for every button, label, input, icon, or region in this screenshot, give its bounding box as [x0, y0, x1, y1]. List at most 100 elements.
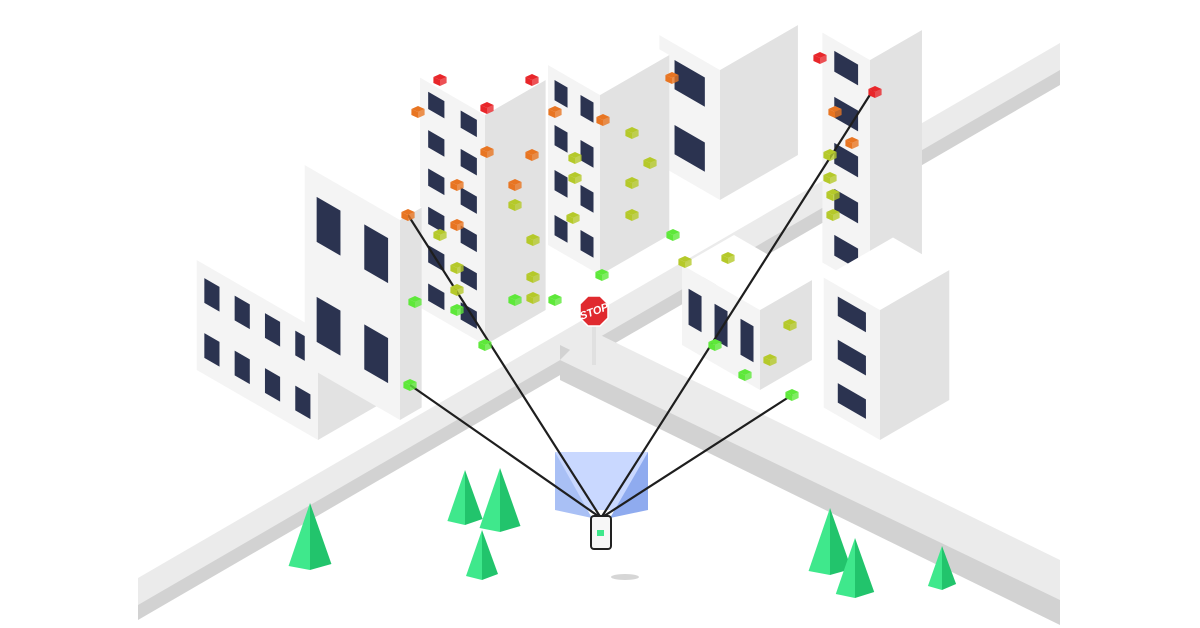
marker-cube-right [575, 175, 582, 184]
building-right-face [600, 55, 670, 275]
window [364, 224, 389, 284]
buildings [196, 0, 950, 440]
marker-cube-right [830, 152, 837, 161]
marker-cube-left [643, 160, 650, 169]
cross-road [560, 330, 1060, 600]
marker-cube-left [526, 295, 533, 304]
building-left-upper [304, 152, 422, 420]
marker-cube-right [835, 109, 842, 118]
marker-cube-right [715, 342, 722, 351]
tree-icon-shade [942, 546, 957, 590]
window [554, 215, 568, 243]
tree-icon [808, 508, 830, 575]
marker-cube-left [763, 357, 770, 366]
marker-cube-left [625, 130, 632, 139]
marker-cube-left [721, 255, 728, 264]
trees [288, 468, 957, 598]
marker-cube-left [450, 307, 457, 316]
window [688, 288, 702, 333]
building-right-face [880, 270, 950, 440]
marker-cube-left [450, 287, 457, 296]
marker-cube-right [602, 272, 609, 281]
marker-cube-left [785, 392, 792, 401]
marker-cube-right [632, 130, 639, 139]
window [204, 333, 220, 367]
marker-cube-right [555, 109, 562, 118]
marker-cube-left [433, 232, 440, 241]
marker-cube-icon [403, 379, 417, 385]
marker-cube-left [813, 55, 820, 64]
marker-cube-right [875, 89, 882, 98]
marker-cube-right [820, 55, 827, 64]
building-left-face [196, 260, 318, 440]
window [837, 339, 866, 376]
marker-cube-icon [450, 219, 464, 225]
marker-cube-left [526, 274, 533, 283]
marker-cube-left [568, 175, 575, 184]
window [674, 60, 705, 107]
marker-cube-left [401, 212, 408, 221]
marker-cube-right [632, 212, 639, 221]
marker-cube-right [532, 152, 539, 161]
tree-icon-shade [465, 470, 483, 525]
marker-cube-right [790, 322, 797, 331]
marker-cube-left [823, 175, 830, 184]
marker-cube-right [532, 77, 539, 86]
marker-cube-left [548, 297, 555, 306]
marker-cube-right [457, 287, 464, 296]
window [460, 148, 477, 176]
marker-cube-right [533, 295, 540, 304]
window [364, 324, 389, 384]
window [460, 302, 477, 329]
phone-screen-dot [597, 530, 604, 536]
window [834, 142, 859, 178]
marker-cube-right [410, 382, 417, 391]
tree-icon-shade [482, 530, 498, 580]
marker-cube-left [480, 149, 487, 158]
window [460, 263, 477, 291]
marker-cube-right [457, 307, 464, 316]
stop-sign-octagon [579, 295, 609, 327]
window [580, 140, 594, 168]
window [428, 130, 445, 157]
window [234, 350, 250, 385]
marker-cube-right [603, 117, 610, 126]
marker-cube-icon [450, 262, 464, 268]
building-back-center [548, 25, 670, 275]
phone-shadow [611, 574, 639, 580]
marker-cube-left [450, 182, 457, 191]
window [428, 206, 445, 234]
marker-cube-left [666, 232, 673, 241]
shop-building [682, 235, 812, 390]
marker-cube-left [411, 109, 418, 118]
window [834, 188, 859, 224]
marker-cube-left [433, 77, 440, 86]
marker-cube-right [632, 180, 639, 189]
marker-cube-right [487, 149, 494, 158]
marker-cube-left [508, 297, 515, 306]
window [316, 296, 341, 356]
marker-cube-icon [480, 102, 494, 108]
marker-cube-right [440, 232, 447, 241]
window [264, 313, 281, 347]
marker-cube-right [408, 212, 415, 221]
marker-cube-right [573, 215, 580, 224]
window [554, 170, 568, 198]
tree-icon [447, 470, 465, 525]
building-right-face [720, 25, 798, 200]
building-right-small [823, 237, 950, 440]
marker-cube-right [457, 182, 464, 191]
tracking-ray [409, 384, 602, 519]
marker-cube-icon [478, 339, 492, 345]
markers [401, 52, 882, 401]
marker-cube-left [450, 222, 457, 231]
window [295, 385, 311, 420]
building-roof [682, 235, 812, 310]
window [580, 230, 594, 258]
marker-cube-left [508, 182, 515, 191]
marker-cube-left [480, 105, 487, 114]
marker-cube-right [672, 75, 679, 84]
building-tall-right [822, 2, 922, 290]
tracking-ray [600, 89, 874, 519]
frustum-side-left [555, 452, 592, 518]
